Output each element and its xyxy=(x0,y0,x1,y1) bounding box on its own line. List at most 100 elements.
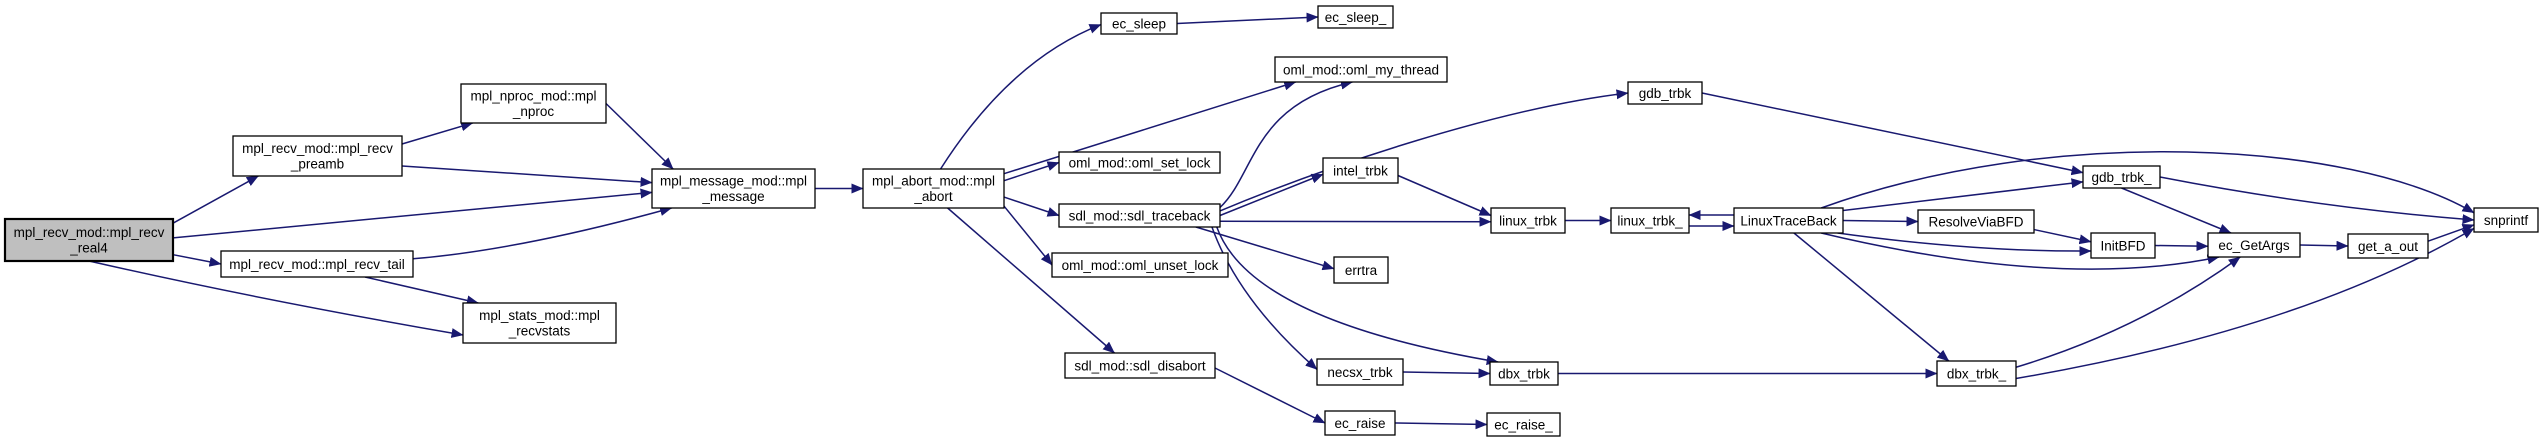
node-linuxtraceback[interactable]: LinuxTraceBack xyxy=(1733,207,1844,234)
edge-sdl-traceback-to-gdb-trbk xyxy=(1219,89,1629,212)
node-label: LinuxTraceBack xyxy=(1740,213,1837,228)
node-label: ec_sleep_ xyxy=(1325,10,1387,25)
node-dbx-trbk-u[interactable]: dbx_trbk_ xyxy=(1936,360,2017,387)
node-label: linux_trbk xyxy=(1499,213,1557,228)
node-label: necsx_trbk xyxy=(1327,365,1393,380)
node-oml-unset-lock[interactable]: oml_mod::oml_unset_lock xyxy=(1051,252,1229,278)
node-label: InitBFD xyxy=(2100,238,2145,253)
edge-mpl-recv-real4-to-mpl-recv-tail xyxy=(172,253,222,267)
node-label: intel_trbk xyxy=(1333,163,1388,178)
node-label: ec_GetArgs xyxy=(2218,238,2290,253)
node-ec-getargs[interactable]: ec_GetArgs xyxy=(2207,232,2301,258)
edge-linuxtraceback-to-gdb-trbk-u xyxy=(1842,178,2084,212)
node-label: mpl_stats_mod::mpl_recvstats xyxy=(479,308,600,339)
node-label: oml_mod::oml_unset_lock xyxy=(1062,258,1219,273)
node-label: oml_mod::oml_set_lock xyxy=(1069,155,1211,170)
edge-layer xyxy=(88,12,2475,430)
edge-mpl-abort-to-sdl-traceback xyxy=(1003,196,1060,217)
node-label: gdb_trbk xyxy=(1639,86,1692,101)
edge-linuxtraceback-to-resolveviabfd xyxy=(1842,216,1919,227)
edge-mpl-recv-real4-to-mpl-recvstats xyxy=(88,260,464,338)
edge-sdl-disabort-to-ec-raise xyxy=(1214,367,1326,424)
node-dbx-trbk[interactable]: dbx_trbk xyxy=(1489,361,1559,386)
node-snprintf[interactable]: snprintf xyxy=(2473,207,2539,233)
node-mpl-recv-tail[interactable]: mpl_recv_mod::mpl_recv_tail xyxy=(220,250,414,278)
edge-necsx-trbk-to-dbx-trbk xyxy=(1402,368,1491,379)
edge-sdl-traceback-to-necsx-trbk xyxy=(1211,226,1318,370)
edge-ec-getargs-to-get-a-out xyxy=(2299,240,2349,251)
node-linux-trbk[interactable]: linux_trbk xyxy=(1490,207,1566,234)
node-sdl-traceback[interactable]: sdl_mod::sdl_traceback xyxy=(1058,203,1221,228)
edge-intel-trbk-to-linux-trbk xyxy=(1397,174,1492,217)
edge-mpl-recv-tail-to-mpl-message xyxy=(412,206,673,260)
node-label: mpl_recv_mod::mpl_recv_preamb xyxy=(242,141,393,172)
node-gdb-trbk[interactable]: gdb_trbk xyxy=(1627,81,1703,105)
node-label: mpl_recv_mod::mpl_recv_tail xyxy=(229,257,405,272)
node-initbfd[interactable]: InitBFD xyxy=(2090,232,2156,259)
edge-dbx-trbk-u-to-ec-getargs xyxy=(2015,256,2241,368)
node-label: ResolveViaBFD xyxy=(1928,214,2023,229)
edge-mpl-recv-real4-to-mpl-message xyxy=(172,188,653,239)
node-ec-raise-u[interactable]: ec_raise_ xyxy=(1486,412,1561,437)
node-ec-sleep[interactable]: ec_sleep xyxy=(1100,12,1178,35)
node-linux-trbk-u[interactable]: linux_trbk_ xyxy=(1610,207,1690,234)
node-label: snprintf xyxy=(2484,213,2529,228)
node-gdb-trbk-u[interactable]: gdb_trbk_ xyxy=(2082,165,2161,189)
node-mpl-recv-real4[interactable]: mpl_recv_mod::mpl_recv_real4 xyxy=(3,217,175,263)
node-errtra[interactable]: errtra xyxy=(1333,256,1389,284)
node-resolveviabfd[interactable]: ResolveViaBFD xyxy=(1917,209,2035,234)
node-mpl-nproc[interactable]: mpl_nproc_mod::mpl_nproc xyxy=(460,83,607,124)
edge-get-a-out-to-snprintf xyxy=(2427,223,2475,242)
node-ec-sleep-u[interactable]: ec_sleep_ xyxy=(1317,5,1394,29)
edge-linuxtraceback-to-dbx-trbk-u xyxy=(1793,232,1950,362)
node-label: mpl_nproc_mod::mpl_nproc xyxy=(470,89,596,120)
node-get-a-out[interactable]: get_a_out xyxy=(2347,233,2429,259)
edge-mpl-recv-preamb-to-mpl-message xyxy=(401,165,653,187)
node-mpl-message[interactable]: mpl_message_mod::mpl_message xyxy=(651,168,816,209)
node-label: dbx_trbk xyxy=(1498,366,1550,381)
edge-linuxtraceback-to-initbfd xyxy=(1837,232,2092,257)
node-label: get_a_out xyxy=(2358,239,2418,254)
edge-mpl-recv-tail-to-mpl-recvstats xyxy=(364,276,479,306)
edge-ec-raise-to-ec-raise-u xyxy=(1394,419,1488,430)
edge-resolveviabfd-to-initbfd xyxy=(2033,228,2092,245)
node-label: oml_mod::oml_my_thread xyxy=(1283,62,1439,77)
node-label: ec_raise xyxy=(1334,416,1385,431)
node-intel-trbk[interactable]: intel_trbk xyxy=(1322,157,1399,184)
node-label: mpl_message_mod::mpl_message xyxy=(660,174,807,205)
node-layer: mpl_recv_mod::mpl_recv_real4mpl_recv_mod… xyxy=(3,5,2539,437)
edge-mpl-abort-to-oml-unset-lock xyxy=(1003,205,1053,266)
edge-ec-sleep-to-ec-sleep-u xyxy=(1176,12,1319,25)
node-oml-my-thread[interactable]: oml_mod::oml_my_thread xyxy=(1274,56,1448,83)
edge-mpl-recv-real4-to-mpl-recv-preamb xyxy=(172,175,259,224)
node-mpl-recv-preamb[interactable]: mpl_recv_mod::mpl_recv_preamb xyxy=(232,135,403,177)
node-label: sdl_mod::sdl_traceback xyxy=(1069,208,1211,223)
node-label: gdb_trbk_ xyxy=(2091,170,2152,185)
node-sdl-disabort[interactable]: sdl_mod::sdl_disabort xyxy=(1064,352,1216,379)
edge-mpl-abort-to-oml-set-lock xyxy=(1003,161,1060,182)
node-label: linux_trbk_ xyxy=(1617,213,1683,228)
edge-mpl-nproc-to-mpl-message xyxy=(605,102,674,170)
edge-gdb-trbk-u-to-snprintf xyxy=(2159,176,2475,225)
edge-mpl-abort-to-oml-my-thread xyxy=(1003,80,1297,175)
node-necsx-trbk[interactable]: necsx_trbk xyxy=(1316,358,1404,386)
edge-gdb-trbk-u-to-ec-getargs xyxy=(2121,187,2232,234)
node-label: errtra xyxy=(1345,263,1378,278)
edge-linuxtraceback-to-snprintf xyxy=(1820,151,2475,214)
node-label: ec_raise_ xyxy=(1494,417,1553,432)
node-ec-raise[interactable]: ec_raise xyxy=(1324,410,1396,436)
node-oml-set-lock[interactable]: oml_mod::oml_set_lock xyxy=(1058,151,1221,174)
node-label: ec_sleep xyxy=(1112,16,1166,31)
node-label: dbx_trbk_ xyxy=(1947,366,2007,381)
edge-sdl-traceback-to-oml-my-thread xyxy=(1219,79,1353,208)
edge-initbfd-to-ec-getargs xyxy=(2154,241,2209,252)
node-label: mpl_abort_mod::mpl_abort xyxy=(872,174,995,205)
edge-mpl-abort-to-sdl-disabort xyxy=(947,207,1115,354)
edge-mpl-recv-preamb-to-mpl-nproc xyxy=(401,121,474,145)
node-mpl-recvstats[interactable]: mpl_stats_mod::mpl_recvstats xyxy=(462,302,617,344)
node-mpl-abort[interactable]: mpl_abort_mod::mpl_abort xyxy=(862,168,1005,209)
edge-sdl-traceback-to-linux-trbk xyxy=(1219,216,1492,227)
edge-sdl-traceback-to-dbx-trbk xyxy=(1216,226,1499,366)
